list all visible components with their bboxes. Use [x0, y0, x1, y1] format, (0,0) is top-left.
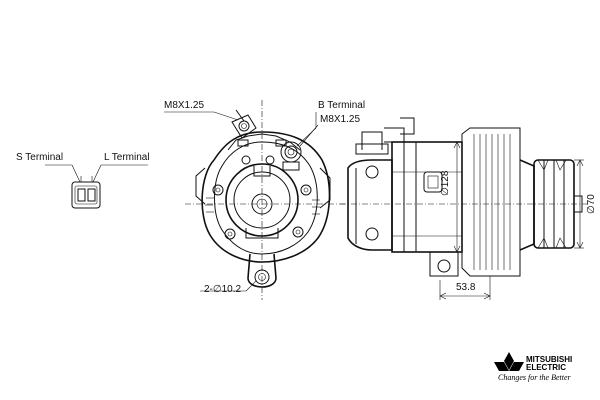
dim-128-line: [453, 141, 461, 253]
front-view: [185, 100, 345, 300]
dim-538-label: 53.8: [456, 282, 476, 293]
brand-name-line2: ELECTRIC: [526, 363, 566, 372]
brand-name-line1: MITSUBISHI: [526, 355, 573, 364]
dim-128-label: ∅128: [440, 170, 451, 196]
m8-right-label: M8X1.25: [320, 114, 361, 125]
m8-left-leader: [164, 111, 239, 121]
b-terminal-leader: [296, 112, 317, 147]
s-terminal-label: S Terminal: [16, 152, 64, 163]
m8-left-label: M8X1.25: [164, 100, 205, 111]
brand-tagline: Changes for the Better: [498, 373, 571, 382]
b-terminal-label: B Terminal: [318, 100, 366, 111]
dim-70-label: ∅70: [586, 194, 597, 214]
dim-70-line: [574, 159, 584, 249]
dim-538-line: [439, 276, 491, 300]
mitsubishi-logo-icon: [494, 352, 524, 371]
side-view: [340, 117, 590, 277]
hole-spec-leader: [200, 280, 257, 292]
hole-spec-label: 2-∅10.2: [204, 284, 242, 295]
l-terminal-leader: [92, 164, 148, 183]
m8-right-leader: [299, 124, 319, 147]
terminal-connector: [71, 176, 101, 209]
s-terminal-leader: [45, 164, 81, 183]
l-terminal-label: L Terminal: [104, 152, 150, 163]
